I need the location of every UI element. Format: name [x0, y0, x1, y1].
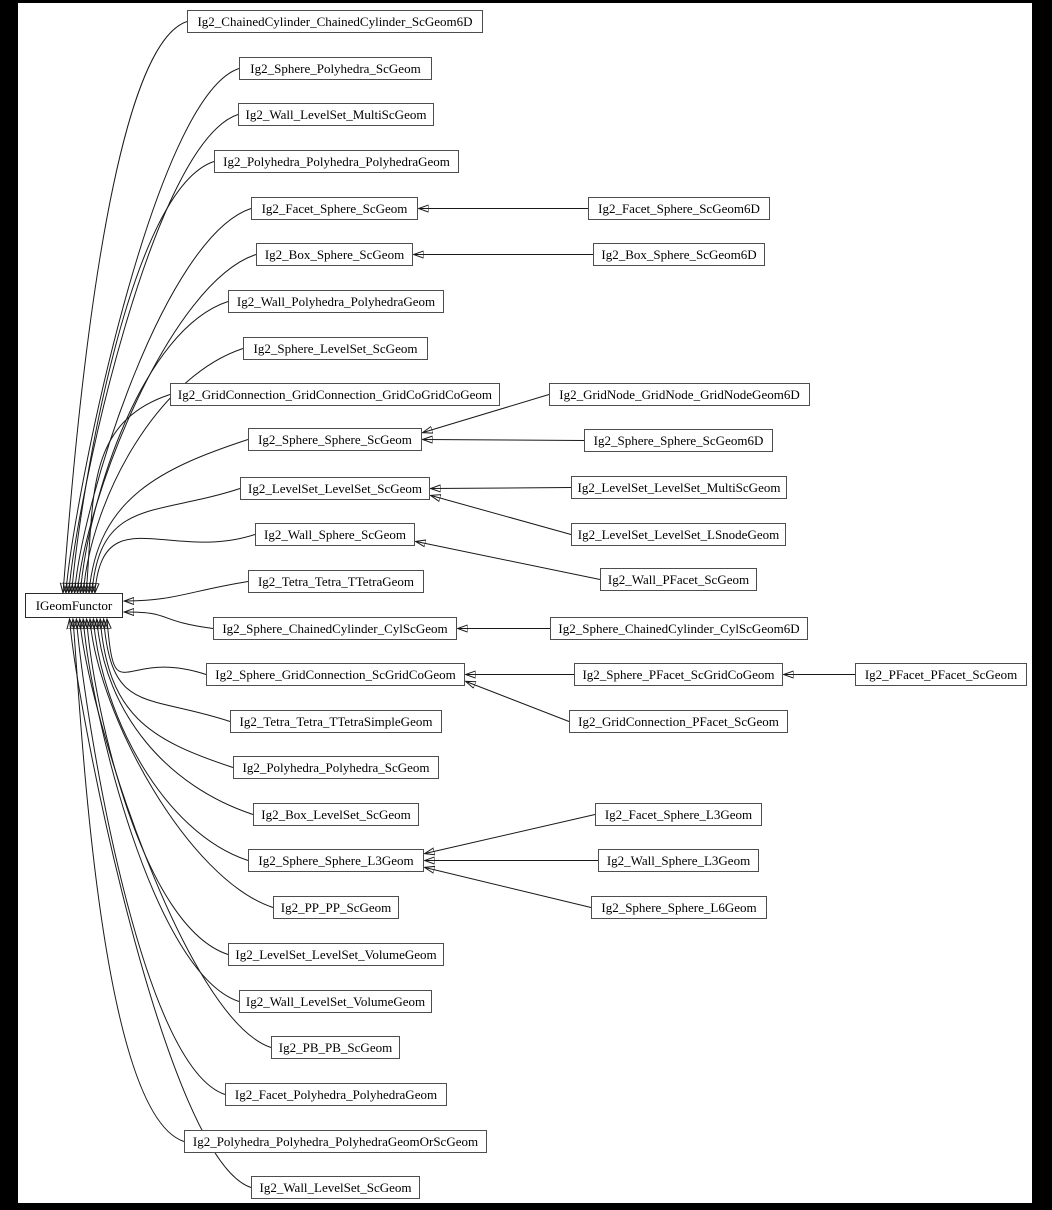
inheritance-edge — [416, 542, 601, 580]
node-ig2-chainedcylinder-chainedcylinder-scgeom6d[interactable]: Ig2_ChainedCylinder_ChainedCylinder_ScGe… — [187, 10, 483, 33]
node-ig2-facet-sphere-scgeom6d[interactable]: Ig2_Facet_Sphere_ScGeom6D — [588, 197, 770, 220]
node-ig2-facet-polyhedra-polyhedrageom[interactable]: Ig2_Facet_Polyhedra_PolyhedraGeom — [225, 1083, 447, 1106]
node-ig2-polyhedra-polyhedra-scgeom[interactable]: Ig2_Polyhedra_Polyhedra_ScGeom — [233, 756, 439, 779]
node-ig2-wall-levelset-scgeom[interactable]: Ig2_Wall_LevelSet_ScGeom — [251, 1176, 420, 1199]
inheritance-edge — [80, 620, 272, 1048]
inheritance-edge — [89, 439, 249, 593]
node-ig2-sphere-sphere-l3geom[interactable]: Ig2_Sphere_Sphere_L3Geom — [248, 849, 424, 872]
inheritance-edge — [423, 440, 585, 441]
inheritance-edge — [72, 161, 215, 593]
inheritance-edge — [100, 620, 234, 768]
inheritance-edge — [75, 208, 252, 593]
inheritance-edge — [66, 68, 240, 593]
node-ig2-wall-sphere-scgeom[interactable]: Ig2_Wall_Sphere_ScGeom — [255, 523, 415, 546]
node-ig2-levelset-levelset-volumegeom[interactable]: Ig2_LevelSet_LevelSet_VolumeGeom — [228, 943, 444, 966]
node-ig2-sphere-gridconnection-scgridcogeom[interactable]: Ig2_Sphere_GridConnection_ScGridCoGeom — [206, 663, 465, 686]
inheritance-edge — [107, 620, 207, 675]
inheritance-edge — [104, 620, 231, 722]
inheritance-edge — [431, 488, 572, 489]
node-ig2-box-levelset-scgeom[interactable]: Ig2_Box_LevelSet_ScGeom — [253, 803, 419, 826]
inheritance-edge — [93, 620, 249, 861]
node-ig2-polyhedra-polyhedra-polyhedrageomorscgeom[interactable]: Ig2_Polyhedra_Polyhedra_PolyhedraGeomOrS… — [184, 1130, 487, 1153]
node-ig2-sphere-pfacet-scgridcogeom[interactable]: Ig2_Sphere_PFacet_ScGridCoGeom — [574, 663, 783, 686]
inheritance-edge — [125, 612, 214, 629]
node-ig2-levelset-levelset-scgeom[interactable]: Ig2_LevelSet_LevelSet_ScGeom — [240, 477, 430, 500]
node-igeomfunctor: IGeomFunctor — [25, 593, 123, 618]
node-ig2-sphere-chainedcylinder-cylscgeom[interactable]: Ig2_Sphere_ChainedCylinder_CylScGeom — [213, 617, 457, 640]
node-ig2-gridconnection-pfacet-scgeom[interactable]: Ig2_GridConnection_PFacet_ScGeom — [569, 710, 788, 733]
node-ig2-pp-pp-scgeom[interactable]: Ig2_PP_PP_ScGeom — [273, 896, 399, 919]
node-ig2-pb-pb-scgeom[interactable]: Ig2_PB_PB_ScGeom — [271, 1036, 400, 1059]
node-ig2-sphere-polyhedra-scgeom[interactable]: Ig2_Sphere_Polyhedra_ScGeom — [239, 57, 432, 80]
inheritance-edge — [95, 534, 256, 593]
inheritance-edge — [86, 394, 171, 593]
node-ig2-pfacet-pfacet-scgeom[interactable]: Ig2_PFacet_PFacet_ScGeom — [855, 663, 1027, 686]
inheritance-edge — [425, 814, 596, 854]
node-ig2-gridconnection-gridconnection-gridcogridcogeom[interactable]: Ig2_GridConnection_GridConnection_GridCo… — [170, 383, 500, 406]
node-ig2-box-sphere-scgeom[interactable]: Ig2_Box_Sphere_ScGeom — [256, 243, 413, 266]
node-ig2-wall-pfacet-scgeom[interactable]: Ig2_Wall_PFacet_ScGeom — [600, 568, 757, 591]
node-ig2-tetra-tetra-ttetrasimplegeom[interactable]: Ig2_Tetra_Tetra_TTetraSimpleGeom — [230, 710, 442, 733]
inheritance-edge — [76, 620, 226, 1095]
inheritance-edge — [125, 581, 249, 602]
inheritance-edge — [97, 620, 254, 815]
node-ig2-wall-polyhedra-polyhedrageom[interactable]: Ig2_Wall_Polyhedra_PolyhedraGeom — [228, 290, 444, 313]
node-ig2-sphere-chainedcylinder-cylscgeom6d[interactable]: Ig2_Sphere_ChainedCylinder_CylScGeom6D — [550, 617, 808, 640]
node-ig2-polyhedra-polyhedra-polyhedrageom[interactable]: Ig2_Polyhedra_Polyhedra_PolyhedraGeom — [214, 150, 459, 173]
inheritance-edge — [83, 620, 240, 1002]
inheritance-edge — [90, 620, 274, 908]
node-ig2-gridnode-gridnode-gridnodegeom6d[interactable]: Ig2_GridNode_GridNode_GridNodeGeom6D — [549, 383, 810, 406]
node-ig2-sphere-sphere-scgeom[interactable]: Ig2_Sphere_Sphere_ScGeom — [248, 428, 422, 451]
inheritance-edge — [69, 114, 239, 593]
inheritance-edge — [425, 868, 592, 908]
inheritance-edge — [92, 488, 241, 593]
inheritance-edge — [80, 301, 229, 593]
inheritance-edge — [73, 620, 185, 1142]
node-ig2-box-sphere-scgeom6d[interactable]: Ig2_Box_Sphere_ScGeom6D — [593, 243, 765, 266]
inheritance-edge — [63, 21, 188, 593]
node-ig2-sphere-sphere-scgeom6d[interactable]: Ig2_Sphere_Sphere_ScGeom6D — [584, 429, 773, 452]
inheritance-edge — [466, 682, 570, 722]
node-ig2-tetra-tetra-ttetrageom[interactable]: Ig2_Tetra_Tetra_TTetraGeom — [248, 570, 424, 593]
node-ig2-sphere-sphere-l6geom[interactable]: Ig2_Sphere_Sphere_L6Geom — [591, 896, 767, 919]
diagram-canvas — [18, 3, 1032, 1203]
inheritance-edge — [78, 254, 257, 593]
inheritance-edge — [87, 620, 229, 955]
inheritance-edge — [83, 348, 244, 593]
node-ig2-wall-levelset-volumegeom[interactable]: Ig2_Wall_LevelSet_VolumeGeom — [239, 990, 432, 1013]
node-ig2-levelset-levelset-lsnodegeom[interactable]: Ig2_LevelSet_LevelSet_LSnodeGeom — [571, 523, 786, 546]
node-ig2-sphere-levelset-scgeom[interactable]: Ig2_Sphere_LevelSet_ScGeom — [243, 337, 428, 360]
node-ig2-wall-sphere-l3geom[interactable]: Ig2_Wall_Sphere_L3Geom — [598, 849, 759, 872]
inheritance-edge — [423, 394, 550, 433]
node-ig2-facet-sphere-scgeom[interactable]: Ig2_Facet_Sphere_ScGeom — [251, 197, 418, 220]
inheritance-edge — [431, 496, 572, 535]
node-ig2-wall-levelset-multiscgeom[interactable]: Ig2_Wall_LevelSet_MultiScGeom — [238, 103, 434, 126]
node-ig2-facet-sphere-l3geom[interactable]: Ig2_Facet_Sphere_L3Geom — [595, 803, 762, 826]
node-ig2-levelset-levelset-multiscgeom[interactable]: Ig2_LevelSet_LevelSet_MultiScGeom — [571, 476, 787, 499]
